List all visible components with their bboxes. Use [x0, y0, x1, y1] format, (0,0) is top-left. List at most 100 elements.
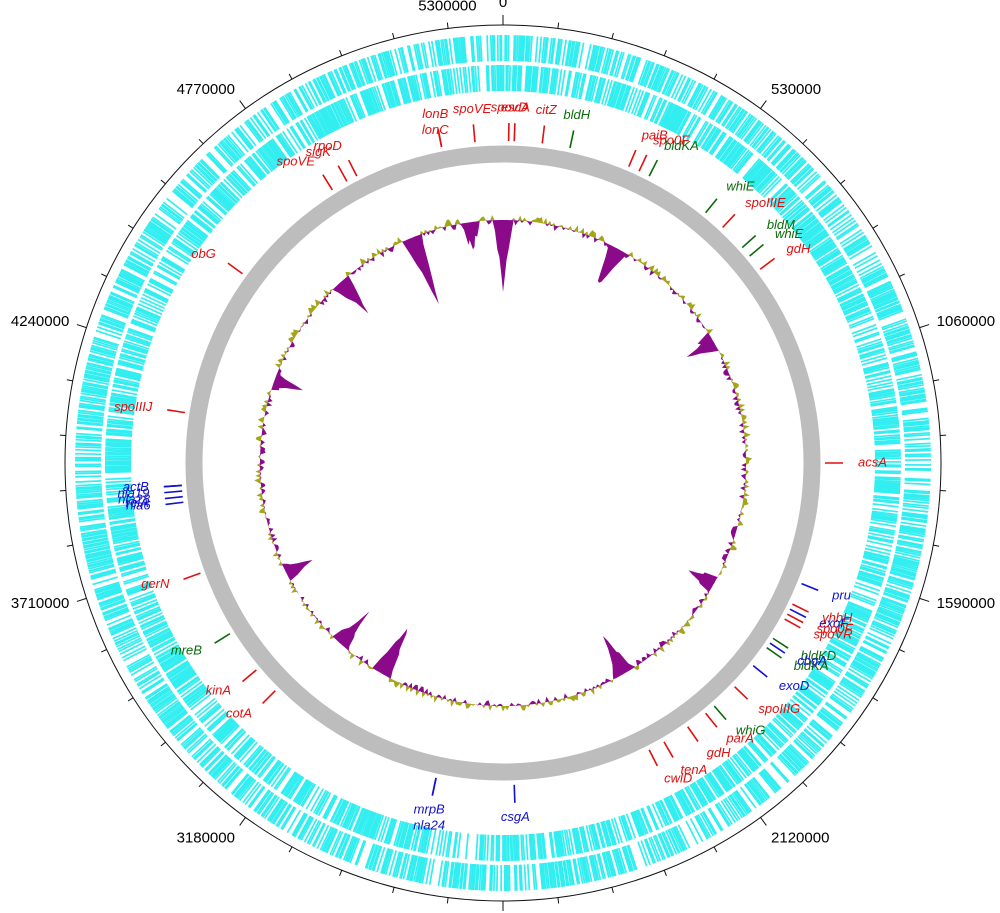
tick-label: 4770000	[177, 81, 235, 98]
minor-tick	[557, 22, 560, 29]
gene-marker	[752, 665, 768, 678]
gene-label: spoIIIG	[758, 701, 800, 716]
gene-label: spovD	[491, 99, 528, 114]
gc-positive	[254, 215, 753, 712]
minor-tick	[127, 697, 134, 702]
gene-label: whiE	[775, 226, 804, 241]
gene-label: mrpB	[414, 802, 445, 817]
gene-label: gdH	[707, 745, 731, 760]
gene-label: pru	[831, 587, 851, 602]
gene-marker	[766, 647, 782, 659]
minor-tick	[160, 179, 166, 185]
gene-marker	[663, 741, 674, 758]
gene-marker	[337, 165, 348, 182]
minor-tick	[392, 32, 395, 39]
gene-label: spoIIIE	[745, 195, 786, 210]
gene-marker	[165, 501, 184, 506]
gene-marker	[167, 409, 186, 414]
gene-label: nla28	[118, 492, 151, 507]
minor-tick	[127, 224, 134, 229]
gene-label: lonC	[422, 122, 449, 137]
gene-marker	[749, 243, 764, 257]
gene-label: bldKA	[794, 658, 829, 673]
major-tick	[239, 100, 246, 109]
gene-label: lonB	[422, 106, 448, 121]
minor-tick	[611, 32, 614, 39]
minor-tick	[160, 741, 166, 747]
gene-label: nla19	[118, 485, 150, 500]
gc-negative	[260, 220, 746, 706]
gene-marker	[183, 572, 201, 581]
gene-label: cbgA	[797, 653, 827, 668]
gene-label: relA	[126, 495, 149, 510]
minor-tick	[446, 897, 449, 904]
major-tick	[919, 597, 930, 602]
major-tick	[919, 324, 930, 329]
gene-marker	[347, 159, 358, 177]
minor-tick	[899, 649, 905, 653]
gene-label: spoVR	[813, 627, 852, 642]
scale-tick-labels: 0530000106000015900002120000265000031800…	[11, 0, 995, 846]
minor-tick	[713, 846, 718, 853]
gene-label: bldM	[767, 217, 795, 232]
minor-tick	[288, 73, 293, 80]
gene-marker	[801, 582, 819, 592]
gene-label: spo0F	[816, 621, 853, 636]
gene-marker	[713, 705, 727, 721]
cds-features	[74, 34, 932, 892]
gene-label: yhbH	[821, 610, 853, 625]
minor-tick	[392, 887, 395, 894]
gene-marker	[741, 234, 757, 249]
tick-label: 1590000	[937, 595, 995, 612]
gene-label: exoD	[779, 678, 809, 693]
gene-marker	[227, 262, 243, 275]
cds-tracks	[74, 34, 932, 892]
gene-marker	[638, 154, 648, 172]
minor-tick	[66, 544, 73, 547]
tick-label: 3180000	[177, 829, 235, 846]
gene-label: nla24	[413, 818, 445, 833]
gene-label: whiG	[736, 722, 766, 737]
gene-marker	[569, 130, 575, 149]
gene-label: obG	[191, 246, 216, 261]
gene-marker	[163, 484, 182, 488]
minor-tick	[339, 870, 343, 877]
tick-label: 4240000	[11, 313, 69, 330]
gene-label: tenA	[681, 762, 708, 777]
gene-marker	[437, 129, 443, 148]
backbone-circle	[185, 145, 821, 781]
minor-tick	[101, 649, 107, 653]
gene-label: bldKD	[801, 648, 836, 663]
gene-label: gdH	[787, 241, 811, 256]
gene-marker	[784, 618, 801, 629]
major-tick	[239, 817, 246, 826]
gene-marker	[648, 159, 659, 177]
gene-label: cotA	[226, 705, 252, 720]
gene-marker	[789, 608, 807, 619]
gene-label: acsA	[858, 454, 887, 469]
gene-label: gerN	[141, 576, 170, 591]
minor-tick	[713, 73, 718, 80]
minor-tick	[339, 49, 343, 56]
gene-marker	[164, 490, 183, 494]
gene-marker	[431, 777, 437, 796]
tick-label: 5300000	[418, 0, 476, 14]
gene-label: nla6	[126, 498, 151, 513]
minor-tick	[933, 379, 940, 382]
minor-tick	[933, 544, 940, 547]
minor-tick	[557, 897, 560, 904]
gene-label: escA	[501, 100, 530, 115]
gene-label: csgA	[501, 809, 530, 824]
gene-label: sigK	[306, 144, 333, 159]
gene-marker	[214, 632, 231, 644]
gene-marker	[734, 686, 749, 700]
gene-label: whiE	[726, 179, 755, 194]
minor-tick	[198, 138, 204, 145]
minor-tick	[66, 379, 73, 382]
tick-label: 2120000	[771, 829, 829, 846]
gene-label: actB	[123, 479, 149, 494]
gene-marker	[628, 149, 637, 167]
minor-tick	[872, 697, 879, 702]
tick-label: 0	[499, 0, 507, 11]
